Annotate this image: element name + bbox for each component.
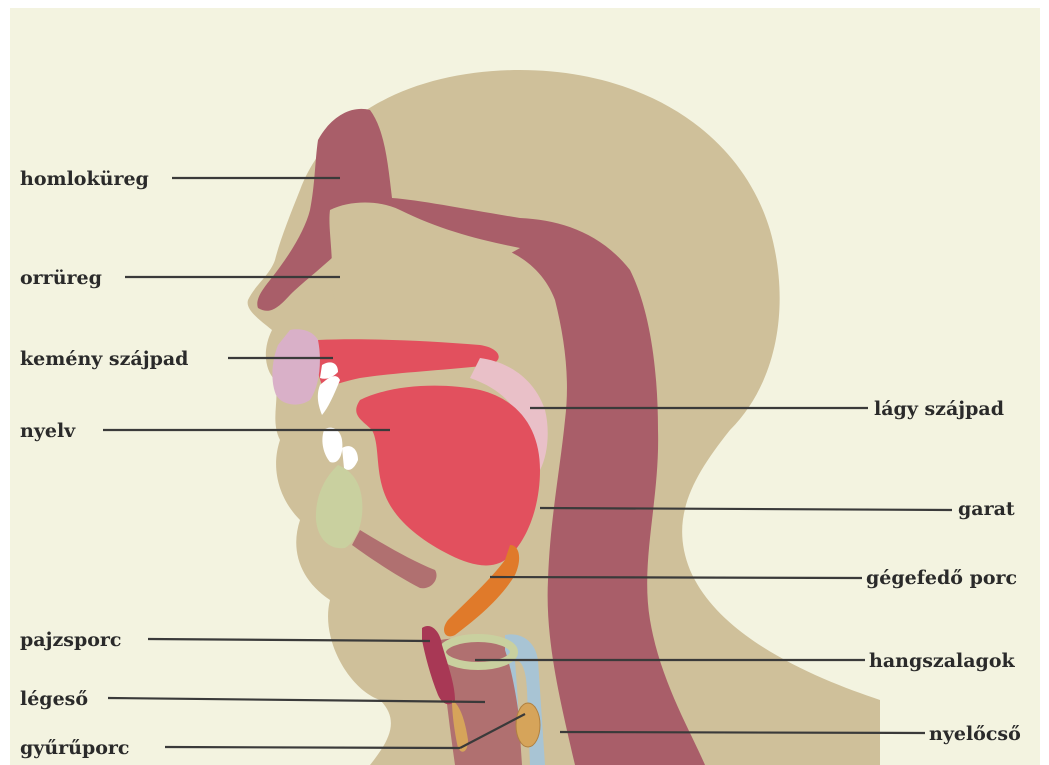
label-orrureg: orrüreg	[20, 267, 102, 289]
leader-nyelocso	[560, 732, 925, 733]
label-garat: garat	[958, 498, 1015, 520]
cricoid-cartilage	[516, 703, 540, 747]
label-nyelv: nyelv	[20, 420, 76, 442]
label-lagy-szajpad: lágy szájpad	[874, 398, 1004, 420]
label-gegefedo-porc: gégefedő porc	[866, 567, 1017, 589]
label-hangszalagok: hangszalagok	[869, 650, 1016, 672]
label-nyelocso: nyelőcső	[929, 723, 1021, 745]
label-gyuruporc: gyűrűporc	[20, 737, 130, 759]
label-kemeny-szajpad: kemény szájpad	[20, 348, 188, 370]
label-homlokureg: homloküreg	[20, 168, 149, 190]
leader-gyuruporc	[165, 747, 460, 748]
label-legeso: légeső	[20, 688, 88, 710]
leader-gegefedo-porc	[490, 577, 862, 578]
label-pajzsporc: pajzsporc	[20, 629, 122, 651]
